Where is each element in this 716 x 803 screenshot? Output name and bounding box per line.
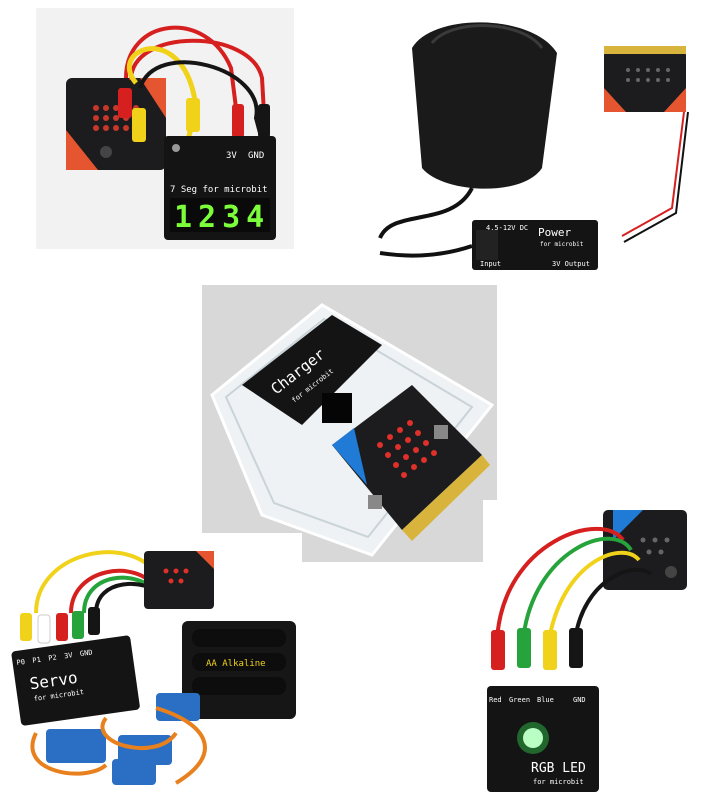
servo-pin-3v: 3V bbox=[64, 651, 74, 660]
rgb-led bbox=[523, 728, 543, 748]
charger-board: Charger for microbit bbox=[242, 315, 382, 425]
red-clip bbox=[118, 88, 132, 118]
rgb-title: RGB LED bbox=[531, 761, 586, 776]
microbit-board bbox=[332, 385, 490, 541]
servo-pin-p1: P1 bbox=[32, 656, 41, 665]
7seg-digits: 1234 bbox=[174, 200, 270, 235]
power-input-label: Input bbox=[480, 260, 501, 268]
adapter-cable bbox=[378, 187, 474, 239]
power-scene: 4.5-12V DC Input Power for microbit 3V O… bbox=[372, 8, 702, 273]
power-title: Power bbox=[538, 226, 571, 239]
photo-power-adapter: 4.5-12V DC Input Power for microbit 3V O… bbox=[372, 8, 702, 273]
yellow-wire bbox=[126, 46, 199, 149]
power-input-rating: 4.5-12V DC bbox=[486, 224, 528, 232]
black-wire bbox=[138, 60, 266, 149]
servo-scene: P0 P1 P2 3V GND Servo for microbit AA Al… bbox=[6, 533, 302, 795]
battery-pack: AA Alkaline bbox=[182, 621, 296, 719]
7seg-board: 3V GND 7 Seg for microbit 1234 bbox=[164, 136, 276, 240]
rgb-scene: Red Green Blue GND RGB LED for microbit bbox=[483, 500, 699, 796]
servo-pin-p2: P2 bbox=[48, 653, 57, 662]
photo-charger-case: Charger for microbit bbox=[202, 285, 497, 562]
rgb-subtitle: for microbit bbox=[533, 778, 584, 786]
rgb-pin-gnd: GND bbox=[573, 696, 586, 704]
servo-cables bbox=[30, 706, 207, 785]
photo-servo: P0 P1 P2 3V GND Servo for microbit AA Al… bbox=[6, 533, 302, 795]
photo-7seg-display: 3V GND 7 Seg for microbit 1234 bbox=[36, 8, 294, 249]
7seg-pin-3v: 3V bbox=[226, 151, 237, 161]
servo-pin-gnd: GND bbox=[79, 648, 93, 658]
rgb-pin-red: Red bbox=[489, 696, 502, 704]
rgb-pin-blue: Blue bbox=[537, 696, 554, 704]
photo-rgb-led: Red Green Blue GND RGB LED for microbit bbox=[483, 500, 699, 796]
charger-scene: Charger for microbit bbox=[202, 285, 497, 562]
microbit-board bbox=[603, 510, 687, 590]
power-board: 4.5-12V DC Input Power for microbit 3V O… bbox=[472, 220, 598, 270]
servo-motor bbox=[46, 693, 200, 785]
wall-adapter bbox=[412, 22, 557, 189]
microbit-board bbox=[66, 78, 166, 170]
yellow-clip bbox=[132, 108, 146, 142]
microbit-board bbox=[604, 46, 686, 112]
rgb-pin-green: Green bbox=[509, 696, 530, 704]
red-wire bbox=[124, 25, 243, 149]
servo-board: P0 P1 P2 3V GND Servo for microbit bbox=[11, 635, 140, 726]
7seg-scene: 3V GND 7 Seg for microbit 1234 bbox=[36, 8, 294, 249]
power-output-label: 3V Output bbox=[552, 260, 590, 268]
microbit-board bbox=[144, 551, 214, 609]
battery-label: AA Alkaline bbox=[206, 659, 266, 669]
7seg-label: 7 Seg for microbit bbox=[170, 185, 268, 195]
power-subtitle: for microbit bbox=[540, 241, 584, 248]
servo-pin-p0: P0 bbox=[16, 658, 25, 667]
rgb-led-board: Red Green Blue GND RGB LED for microbit bbox=[487, 686, 599, 792]
7seg-pin-gnd: GND bbox=[248, 151, 264, 161]
